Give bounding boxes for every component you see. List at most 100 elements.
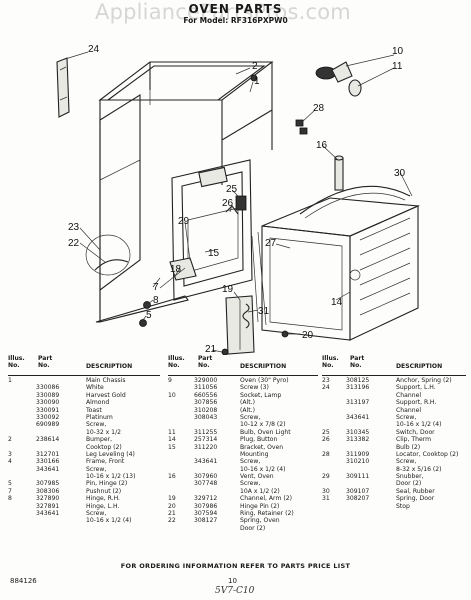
oven-cavity-drawing	[251, 185, 421, 341]
part-no-header: Part No.	[198, 355, 213, 370]
illus-number: 14	[168, 436, 176, 444]
part-description: (Alt.)	[240, 406, 255, 414]
page-number: 10	[228, 577, 237, 585]
callout-11: 11	[392, 61, 403, 72]
part-description: Switch, Door	[396, 428, 435, 436]
illus-number: 30	[322, 487, 330, 495]
part-number: 343641	[36, 465, 60, 473]
column-header: Illus. No. Part No. DESCRIPTION	[322, 355, 466, 377]
part-number: 311255	[194, 428, 218, 436]
illus-number: 15	[168, 443, 176, 451]
part-description: Channel	[396, 391, 422, 399]
callout-10: 10	[392, 46, 404, 57]
part-description: Pushnut (2)	[86, 487, 122, 495]
part-description: Screw,	[86, 510, 107, 518]
document-number: 884126	[10, 577, 37, 585]
illus-number: 5	[8, 480, 12, 488]
part-number: 307986	[194, 502, 218, 510]
part-description: Bulb (2)	[396, 443, 421, 451]
part-description: Ring, Retainer (2)	[240, 510, 294, 518]
part-description: Frame, Front	[86, 458, 125, 466]
part-number: 311220	[194, 443, 218, 451]
illus-number: 8	[8, 495, 12, 503]
locator-screws-drawing	[250, 74, 308, 135]
part-number: 307594	[194, 510, 218, 518]
watermark: AppliancePartsPros.com	[95, 0, 351, 24]
callout-16: 16	[316, 140, 328, 151]
part-number: 309107	[346, 487, 370, 495]
part-description: Plug, Button	[240, 436, 278, 444]
table-row: Bulb (2)	[322, 444, 466, 451]
part-description: Screw,	[396, 458, 417, 466]
part-description: Channel	[396, 406, 422, 414]
part-number: 330166	[36, 458, 60, 466]
part-description: Spring, Door	[396, 495, 435, 503]
ordering-note: FOR ORDERING INFORMATION REFER TO PARTS …	[120, 562, 351, 570]
part-description: Screw,	[396, 413, 417, 421]
illus-number: 4	[8, 458, 12, 466]
part-number: 311909	[346, 450, 370, 458]
description-header: DESCRIPTION	[86, 363, 133, 370]
part-description: Seal, Rubber	[396, 487, 435, 495]
illus-number: 16	[168, 473, 176, 481]
part-description: 10-16 x 1/2 (4)	[396, 421, 442, 429]
part-number: 309111	[346, 473, 370, 481]
part-description: Clip, Therm	[396, 436, 432, 444]
part-description: Screw,	[86, 465, 107, 473]
part-description: Support, L.H.	[396, 384, 436, 392]
column-header: Illus. No. Part No. DESCRIPTION	[168, 355, 318, 377]
table-row: 30 309107 Seal, Rubber	[322, 488, 466, 495]
table-row: Channel	[322, 392, 466, 399]
table-row: 1 Main Chassis	[8, 377, 160, 384]
part-description: 10-16 x 1/2 (4)	[240, 465, 286, 473]
callout-28: 28	[313, 103, 325, 114]
lamp-socket-drawing	[315, 61, 362, 97]
part-description: Hinge Pin (2)	[240, 502, 280, 510]
part-number: 330086	[36, 384, 60, 392]
callout-2: 2	[252, 61, 258, 72]
part-description: Main Chassis	[86, 377, 126, 384]
part-description: Platinum	[86, 413, 113, 421]
table-row: 10-32 x 1/2	[8, 429, 160, 436]
part-number: 307985	[36, 480, 60, 488]
table-row: 10-12 x 7/8 (2)	[168, 421, 318, 428]
part-description: Door (2)	[396, 480, 422, 488]
description-header: DESCRIPTION	[240, 363, 287, 370]
part-number: 329712	[194, 495, 218, 503]
part-number: 308127	[194, 517, 218, 525]
part-description: Bulb, Oven Light	[240, 428, 291, 436]
table-row: 343641 Screw,	[8, 466, 160, 473]
handwritten-code: 5V7-C10	[215, 586, 255, 596]
table-row: 307856(Alt.)	[168, 399, 318, 406]
part-number: 310210	[346, 458, 370, 466]
main-chassis-drawing	[85, 61, 274, 323]
part-number: 327890	[36, 495, 60, 503]
part-number: 330092	[36, 413, 60, 421]
part-number: 313196	[346, 384, 370, 392]
table-row: 10-16 x 1/2 (4)	[322, 421, 466, 428]
illus-number: 3	[8, 450, 12, 458]
part-number: 238614	[36, 436, 60, 444]
part-description: Screw (3)	[240, 384, 269, 392]
callout-31: 31	[258, 306, 270, 317]
illus-number: 1	[8, 377, 12, 384]
